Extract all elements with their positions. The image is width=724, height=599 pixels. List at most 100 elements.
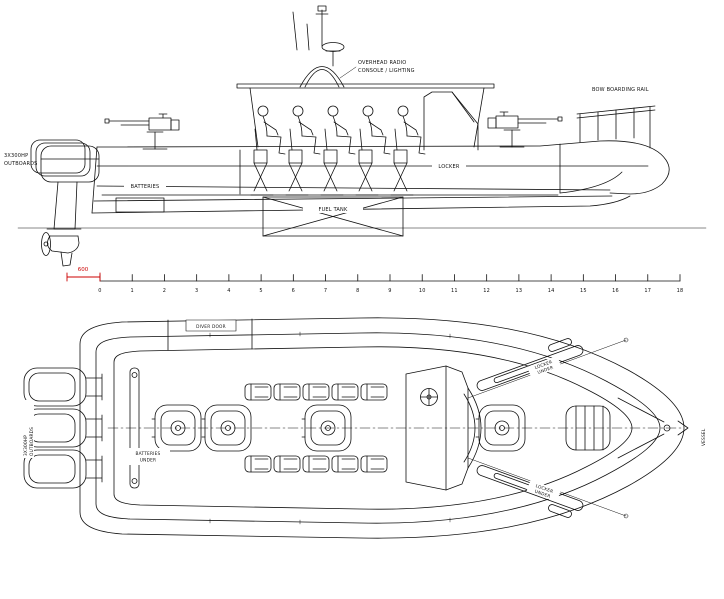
bow-interior-line bbox=[559, 171, 623, 194]
overhead-radio-label-line2: CONSOLE / LIGHTING bbox=[358, 68, 415, 74]
tube-inner-outline bbox=[95, 332, 661, 524]
battery-box bbox=[115, 197, 165, 213]
seat-plan bbox=[360, 455, 388, 473]
radar-dome bbox=[321, 42, 345, 52]
crew-seat bbox=[390, 105, 426, 196]
seat-plan bbox=[331, 455, 359, 473]
port-locker-label: LOCKER UNDER bbox=[527, 355, 562, 379]
plan-view: DIVER DOOR bbox=[22, 317, 707, 539]
seat-plan bbox=[244, 455, 272, 473]
crew-seat bbox=[285, 105, 321, 196]
scale-number: 7 bbox=[324, 288, 327, 294]
outboard-plan bbox=[23, 408, 103, 448]
batteries-under-label-line1: BATTERIES bbox=[136, 451, 161, 457]
scale-number: 16 bbox=[612, 288, 619, 294]
radar-arch bbox=[299, 66, 345, 88]
scale-number: 10 bbox=[419, 288, 426, 294]
antenna bbox=[306, 23, 310, 51]
stbd-locker-label-line2: UNDER bbox=[534, 489, 551, 500]
crew-seat bbox=[355, 105, 391, 196]
scale-number: 5 bbox=[259, 288, 262, 294]
batteries-label: BATTERIES bbox=[131, 184, 160, 190]
seat-plan bbox=[302, 455, 330, 473]
bow-bracing bbox=[617, 397, 671, 459]
crew-seats-side bbox=[250, 105, 426, 196]
outboards-plan-label: 3X300HP OUTBOARDS bbox=[22, 400, 35, 458]
plan-view-labels: BATTERIES UNDER 3X300HP OUTBOARDS VESSEL bbox=[22, 400, 707, 465]
scale-number: 1 bbox=[131, 288, 134, 294]
scale-number: 18 bbox=[677, 288, 684, 294]
fuel-tank-label: FUEL TANK bbox=[319, 207, 348, 213]
port-locker-label-line1: LOCKER bbox=[534, 359, 553, 371]
bow-rail-label: BOW BOARDING RAIL bbox=[592, 87, 649, 93]
seat-plan bbox=[273, 383, 301, 401]
stbd-locker-stowage: LOCKER UNDER bbox=[467, 457, 629, 519]
port-locker-stowage: LOCKER UNDER bbox=[467, 337, 629, 399]
outboard-engine bbox=[40, 145, 100, 267]
side-view-labels: OVERHEAD RADIO CONSOLE / LIGHTING BOW BO… bbox=[4, 60, 649, 190]
canopy-legs bbox=[249, 87, 485, 148]
scale-number: 2 bbox=[163, 288, 166, 294]
transom-track bbox=[129, 367, 140, 489]
vessel-label: VESSEL bbox=[701, 428, 707, 446]
scale-dimension-label: 600 bbox=[78, 267, 89, 273]
scale-number: 13 bbox=[516, 288, 523, 294]
scale-number: 9 bbox=[388, 288, 391, 294]
whip-antenna bbox=[292, 11, 298, 51]
outboard-plan bbox=[23, 367, 103, 407]
seat-plan bbox=[273, 455, 301, 473]
crew-seat bbox=[320, 105, 356, 196]
outboard-engines-side bbox=[30, 139, 100, 267]
keel-line bbox=[91, 195, 631, 214]
crew-seat bbox=[250, 105, 286, 196]
outboards-plan-label-line1: 3X300HP bbox=[23, 435, 29, 456]
scale-number: 15 bbox=[580, 288, 587, 294]
bulkhead-lines bbox=[239, 143, 561, 195]
canopy bbox=[236, 83, 495, 148]
bow-ladder bbox=[565, 405, 611, 451]
scale-number: 0 bbox=[98, 288, 101, 294]
tube-outer-outline bbox=[79, 317, 685, 539]
aft-machine-gun bbox=[104, 113, 180, 150]
scale-number: 8 bbox=[356, 288, 359, 294]
scale-number: 12 bbox=[483, 288, 490, 294]
mast-electronics bbox=[292, 5, 345, 88]
scale-number: 17 bbox=[644, 288, 651, 294]
side-view: FUEL TANK OVERHEAD RADIO CONSOLE / LIGHT… bbox=[4, 5, 707, 267]
locker-label: LOCKER bbox=[438, 164, 459, 170]
overhead-leader-line bbox=[339, 66, 357, 79]
console-plan bbox=[405, 365, 482, 491]
tube-bottom-line bbox=[96, 185, 611, 191]
scale-dimension: 600 bbox=[66, 267, 101, 282]
windscreen bbox=[451, 91, 475, 123]
hull-plan bbox=[79, 317, 689, 539]
outboards-label-line1: 3X300HP bbox=[4, 153, 28, 159]
seat-plan bbox=[244, 383, 272, 401]
seat-plan bbox=[360, 383, 388, 401]
outboard-cowl-2 bbox=[35, 142, 91, 177]
bow-machine-gun bbox=[487, 111, 563, 148]
batteries-under-label-line2: UNDER bbox=[140, 458, 156, 464]
stbd-locker-label-line1: LOCKER bbox=[535, 483, 554, 495]
outboard-plan bbox=[23, 449, 103, 489]
tube-top-line bbox=[96, 140, 670, 195]
chine-line bbox=[93, 195, 613, 202]
seat-plan bbox=[302, 383, 330, 401]
outboard-engines-plan bbox=[23, 367, 103, 489]
outboards-label-line2: OUTBOARDS bbox=[4, 161, 38, 167]
stbd-locker-label: LOCKER UNDER bbox=[526, 479, 561, 503]
console-side bbox=[423, 91, 479, 151]
scale-number: 11 bbox=[451, 288, 458, 294]
seat-plan bbox=[331, 383, 359, 401]
bow-boarding-rail bbox=[576, 105, 656, 149]
scale-number: 3 bbox=[195, 288, 198, 294]
windscreen-plan bbox=[463, 387, 482, 469]
scale-number: 4 bbox=[227, 288, 230, 294]
propeller bbox=[41, 232, 51, 256]
mast bbox=[315, 9, 329, 47]
scale-number: 6 bbox=[292, 288, 295, 294]
